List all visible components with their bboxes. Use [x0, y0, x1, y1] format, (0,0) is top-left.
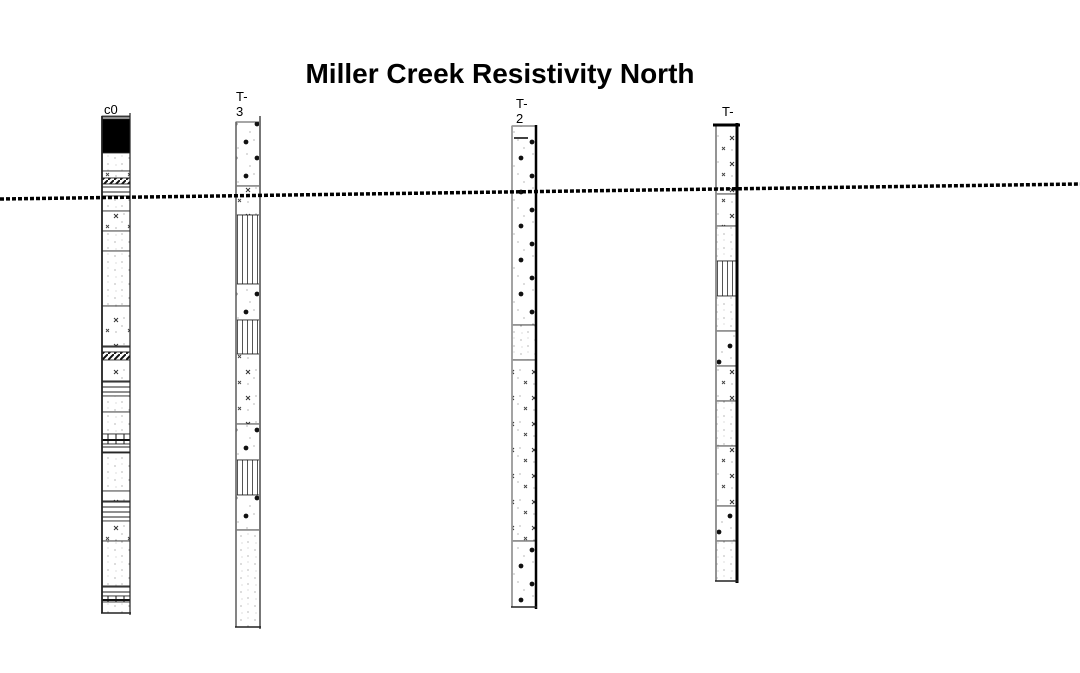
layer-sand: [511, 324, 537, 361]
layer-gravel: [715, 505, 738, 542]
water-table-line: [0, 182, 1080, 201]
layer-gravel: [235, 494, 261, 531]
diagram-title: Miller Creek Resistivity North: [305, 58, 695, 89]
layer-sand: [101, 540, 131, 587]
borehole-t-3: [235, 116, 261, 629]
layer-gravel: [511, 125, 537, 326]
layer-sand-x: [101, 170, 131, 179]
layer-coal: [101, 118, 131, 154]
layer-sand: [101, 152, 131, 172]
layer-sand-x: [715, 125, 738, 195]
well-label: 3: [236, 104, 243, 119]
layer-thin: [101, 183, 131, 197]
layer-sand-x: [715, 193, 738, 227]
layer-sand-x: [101, 359, 131, 382]
layer-thin: [101, 585, 131, 597]
layer-sand: [101, 411, 131, 435]
layer-sand-x: [101, 210, 131, 232]
layer-sand-x: [235, 353, 261, 425]
layer-sand-x: [715, 445, 738, 507]
layer-hatched: [101, 351, 131, 361]
layer-clay-vertical: [715, 260, 738, 297]
layer-sand: [715, 225, 738, 262]
borehole-t: [713, 123, 740, 583]
layer-sand: [715, 400, 738, 447]
layer-gravel: [235, 283, 261, 321]
layer-bricks: [101, 433, 131, 445]
layer-sand: [101, 230, 131, 252]
layer-sand: [715, 540, 738, 582]
layer-sand: [235, 529, 261, 628]
layer-sand-x: [235, 185, 261, 216]
borehole-c0: [101, 113, 131, 615]
borehole-t-2: [511, 125, 538, 609]
well-label: T-: [236, 89, 248, 104]
well-label: 2: [516, 111, 523, 126]
layer-gravel: [715, 330, 738, 367]
layer-bricks: [101, 595, 131, 603]
layer-sand: [715, 295, 738, 332]
well-label: T-: [722, 104, 734, 119]
layer-clay-vertical: [235, 214, 261, 285]
layer-thin: [101, 500, 131, 522]
layer-sand-x: [101, 305, 131, 347]
layer-sand: [101, 250, 131, 307]
well-label: c0: [104, 102, 118, 117]
layer-hatched: [101, 177, 131, 185]
layer-thin: [101, 443, 131, 454]
layer-clay-vertical: [235, 459, 261, 496]
layer-sand-x: [101, 490, 131, 502]
layer-sand: [101, 601, 131, 614]
layer-sand-x: [511, 359, 537, 542]
layer-thin: [101, 380, 131, 397]
layer-sand-x: [715, 365, 738, 402]
layer-gravel: [511, 540, 537, 608]
layer-gravel: [235, 121, 261, 187]
layer-sand-x: [101, 520, 131, 542]
layer-gravel: [235, 423, 261, 461]
layer-clay-vertical: [235, 319, 261, 355]
layer-sand: [101, 395, 131, 413]
layer-sand: [101, 452, 131, 492]
layer-thin: [101, 345, 131, 353]
well-label: T-: [516, 96, 528, 111]
